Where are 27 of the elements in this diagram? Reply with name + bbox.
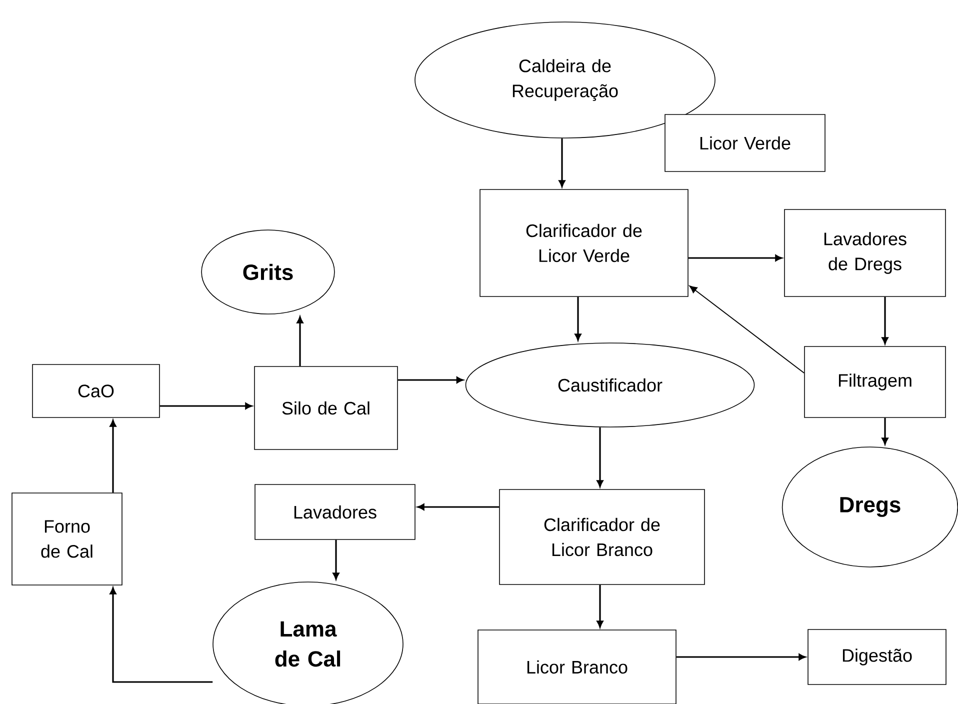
arrow [558, 138, 566, 188]
arrow [882, 418, 888, 445]
arrow [398, 376, 464, 384]
arrow [160, 402, 252, 410]
process-box: Licor Branco [478, 630, 676, 704]
arrow [688, 254, 782, 262]
arrow [596, 427, 604, 488]
process-box: Lavadores [254, 484, 416, 540]
arrow [296, 316, 304, 366]
process-box: Forno de Cal [12, 492, 122, 586]
process-box: Silo de Cal [254, 366, 398, 450]
arrow [417, 504, 500, 510]
process-box: Clarificador de Licor Verde [480, 189, 688, 297]
arrow [882, 296, 888, 344]
process-box: Lavadores de Dregs [784, 209, 946, 297]
process-box: Clarificador de Licor Branco [499, 489, 705, 585]
arrow [676, 654, 806, 660]
arrow [574, 296, 582, 341]
arrow [596, 584, 604, 628]
arrow [332, 540, 340, 580]
process-box: Filtragem [804, 346, 946, 418]
arrow [689, 286, 805, 374]
process-box: CaO [32, 364, 160, 418]
process-box: Digestão [808, 629, 946, 685]
arrow [110, 587, 213, 683]
process-box: Licor Verde [664, 114, 826, 172]
arrow [110, 420, 116, 493]
